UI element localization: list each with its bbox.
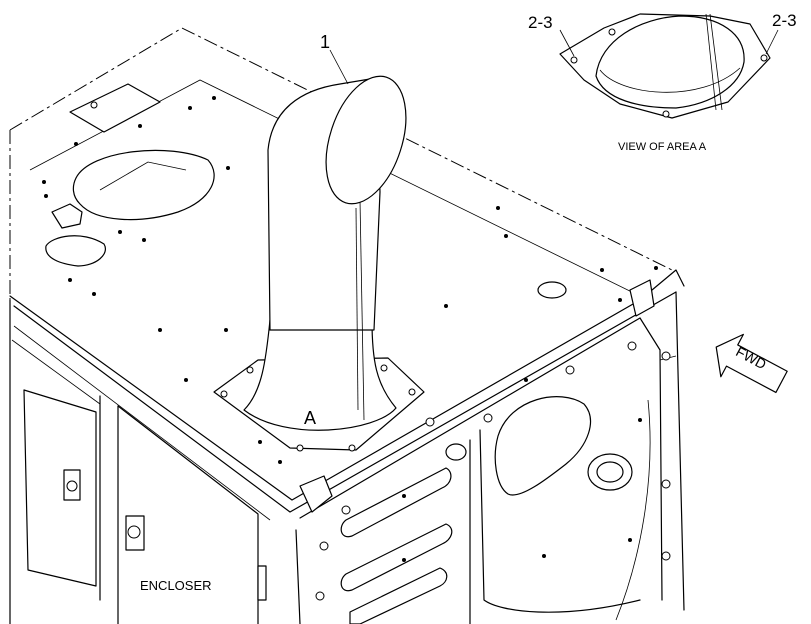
enclosure-roof — [9, 27, 685, 513]
fwd-arrow — [715, 333, 788, 394]
encloser-label: ENCLOSER — [140, 578, 212, 593]
view-caption: VIEW OF AREA A — [618, 141, 707, 153]
engine-side-frame — [295, 279, 685, 624]
callout-2-3-right: 2-3 — [772, 11, 797, 30]
area-marker: A — [304, 408, 316, 428]
detail-view-area-a — [559, 13, 779, 119]
exhaust-stack — [213, 75, 425, 452]
part-number-1: 1 — [320, 32, 330, 52]
enclosure-side — [9, 299, 271, 624]
callout-2-3-left: 2-3 — [528, 13, 553, 32]
part-1-leader — [329, 49, 349, 85]
roof-bolts — [42, 96, 658, 464]
